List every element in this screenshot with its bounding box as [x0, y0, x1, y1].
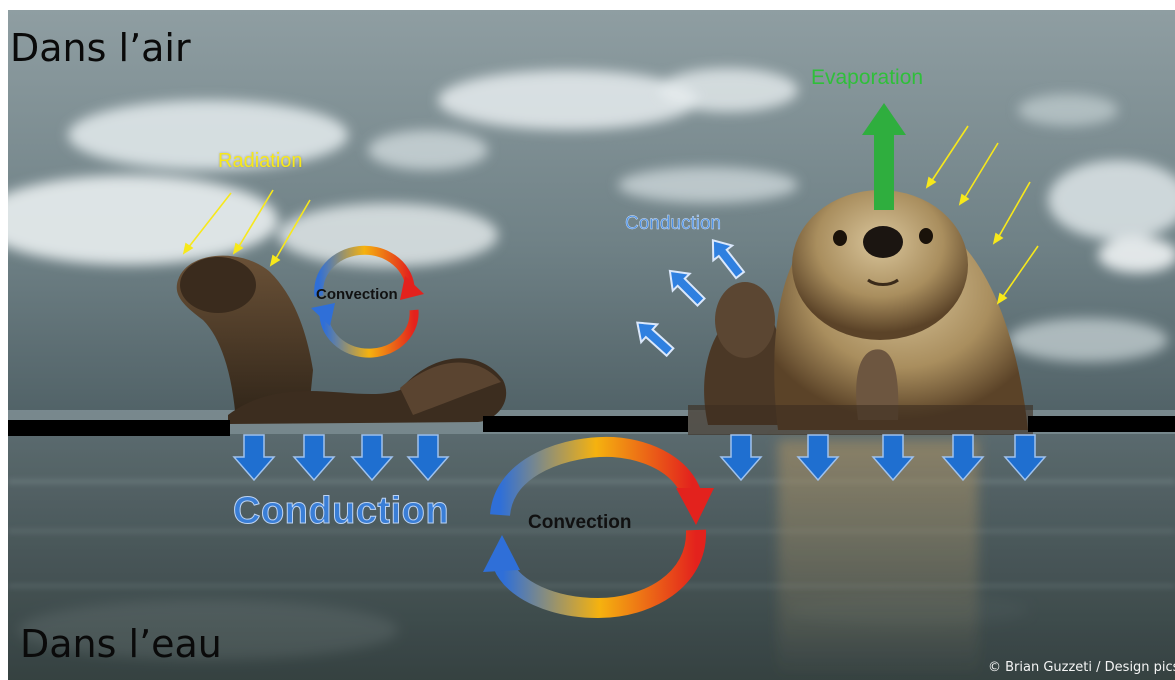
radiation-arrow-icon — [232, 242, 244, 255]
radiation-arrow-icon — [925, 176, 937, 189]
blue-outline-arrow-icon — [711, 239, 746, 280]
circular-arrows-icon — [676, 488, 714, 525]
evaporation-label: Evaporation — [811, 66, 924, 89]
radiation-arrow-icon — [958, 193, 970, 206]
conduction-air-label: Conduction — [625, 213, 722, 234]
scene-illustration — [8, 10, 1175, 680]
otter-right — [688, 190, 1033, 435]
blue-down-arrow-icon — [941, 434, 985, 482]
radiation-arrow-icon — [182, 242, 194, 255]
blue-down-arrow-icon — [796, 434, 840, 482]
water-zone-label: Dans l’eau — [20, 622, 222, 666]
radiation-arrow-icon — [996, 292, 1008, 305]
blue-down-arrow-icon — [406, 434, 450, 482]
radiation-label: Radiation — [218, 150, 303, 172]
convection-water-label: Convection — [528, 512, 632, 533]
circular-arrows-icon — [400, 276, 424, 300]
radiation-arrows-right — [925, 125, 1039, 305]
radiation-arrow-icon — [269, 254, 281, 267]
blue-down-arrow-icon — [1003, 434, 1047, 482]
circular-arrows-icon — [311, 303, 335, 326]
blue-outline-arrow-icon — [636, 321, 675, 358]
evaporation-arrow-icon — [862, 103, 906, 210]
conduction-water-arrows — [232, 434, 1047, 482]
blue-outline-arrow-icon — [668, 269, 706, 307]
radiation-arrows-left — [182, 189, 311, 267]
circular-arrows-icon — [483, 535, 520, 572]
convection-air-label: Convection — [316, 286, 398, 303]
conduction-water-label: Conduction — [232, 490, 450, 533]
sea-otter-photo: Dans l’air Dans l’eau Radiation Evaporat… — [8, 10, 1175, 680]
otter-left-limbs — [176, 255, 507, 424]
blue-down-arrow-icon — [350, 434, 394, 482]
convection-water-cycle — [483, 436, 714, 619]
waterline — [8, 416, 1175, 436]
blue-down-arrow-icon — [232, 434, 276, 482]
otter-reflection — [778, 440, 978, 680]
blue-down-arrow-icon — [871, 434, 915, 482]
conduction-air-arrows — [636, 239, 746, 358]
radiation-arrow-icon — [992, 232, 1004, 245]
convection-air-cycle — [311, 245, 424, 358]
blue-down-arrow-icon — [292, 434, 336, 482]
photo-credit: © Brian Guzzeti / Design pics — [988, 660, 1175, 675]
air-zone-label: Dans l’air — [10, 26, 191, 70]
blue-down-arrow-icon — [719, 434, 763, 482]
